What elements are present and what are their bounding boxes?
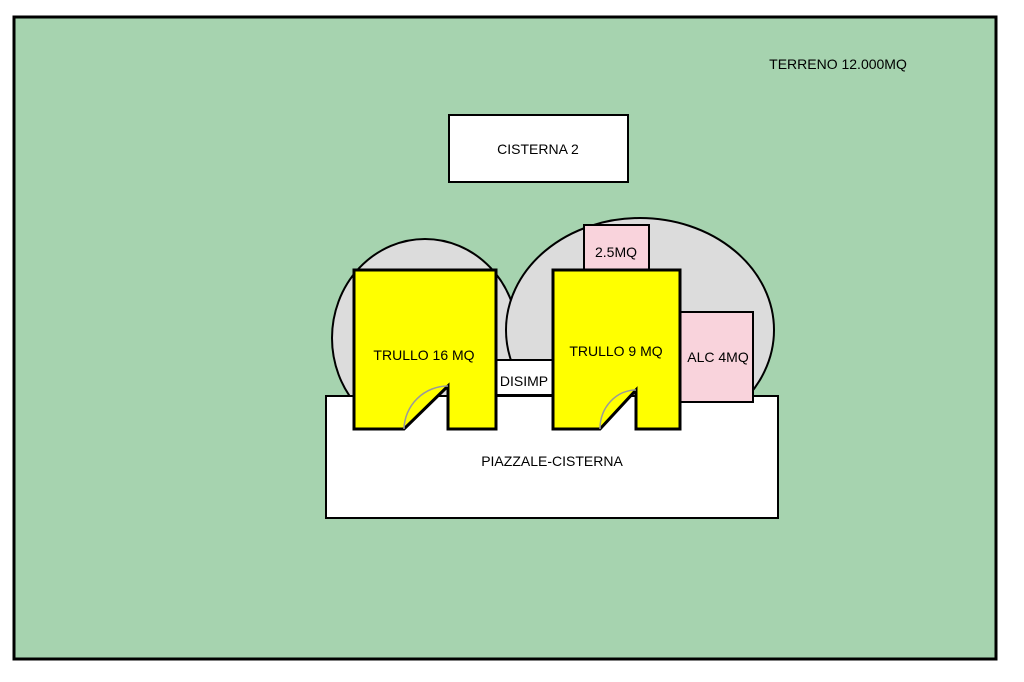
trullo-9 — [551, 268, 682, 431]
trullo-16 — [352, 268, 498, 431]
room-2-5-label: 2.5MQ — [595, 244, 637, 260]
trullo-16-label: TRULLO 16 MQ — [373, 347, 474, 363]
trullo-16-door-arc — [403, 385, 449, 430]
trullo-9-label: TRULLO 9 MQ — [569, 343, 662, 359]
terrain-label: TERRENO 12.000MQ — [769, 56, 907, 72]
forecourt-label: PIAZZALE-CISTERNA — [481, 453, 623, 469]
room-2-5 — [583, 224, 650, 271]
hallway — [494, 359, 554, 396]
cistern-2 — [448, 114, 629, 183]
cistern-2-label: CISTERNA 2 — [497, 141, 579, 157]
alcove — [677, 311, 754, 403]
alcove-label: ALC 4MQ — [687, 349, 749, 365]
hallway-label: DISIMP — [500, 373, 548, 389]
trullo-9-door-arc — [599, 389, 637, 430]
